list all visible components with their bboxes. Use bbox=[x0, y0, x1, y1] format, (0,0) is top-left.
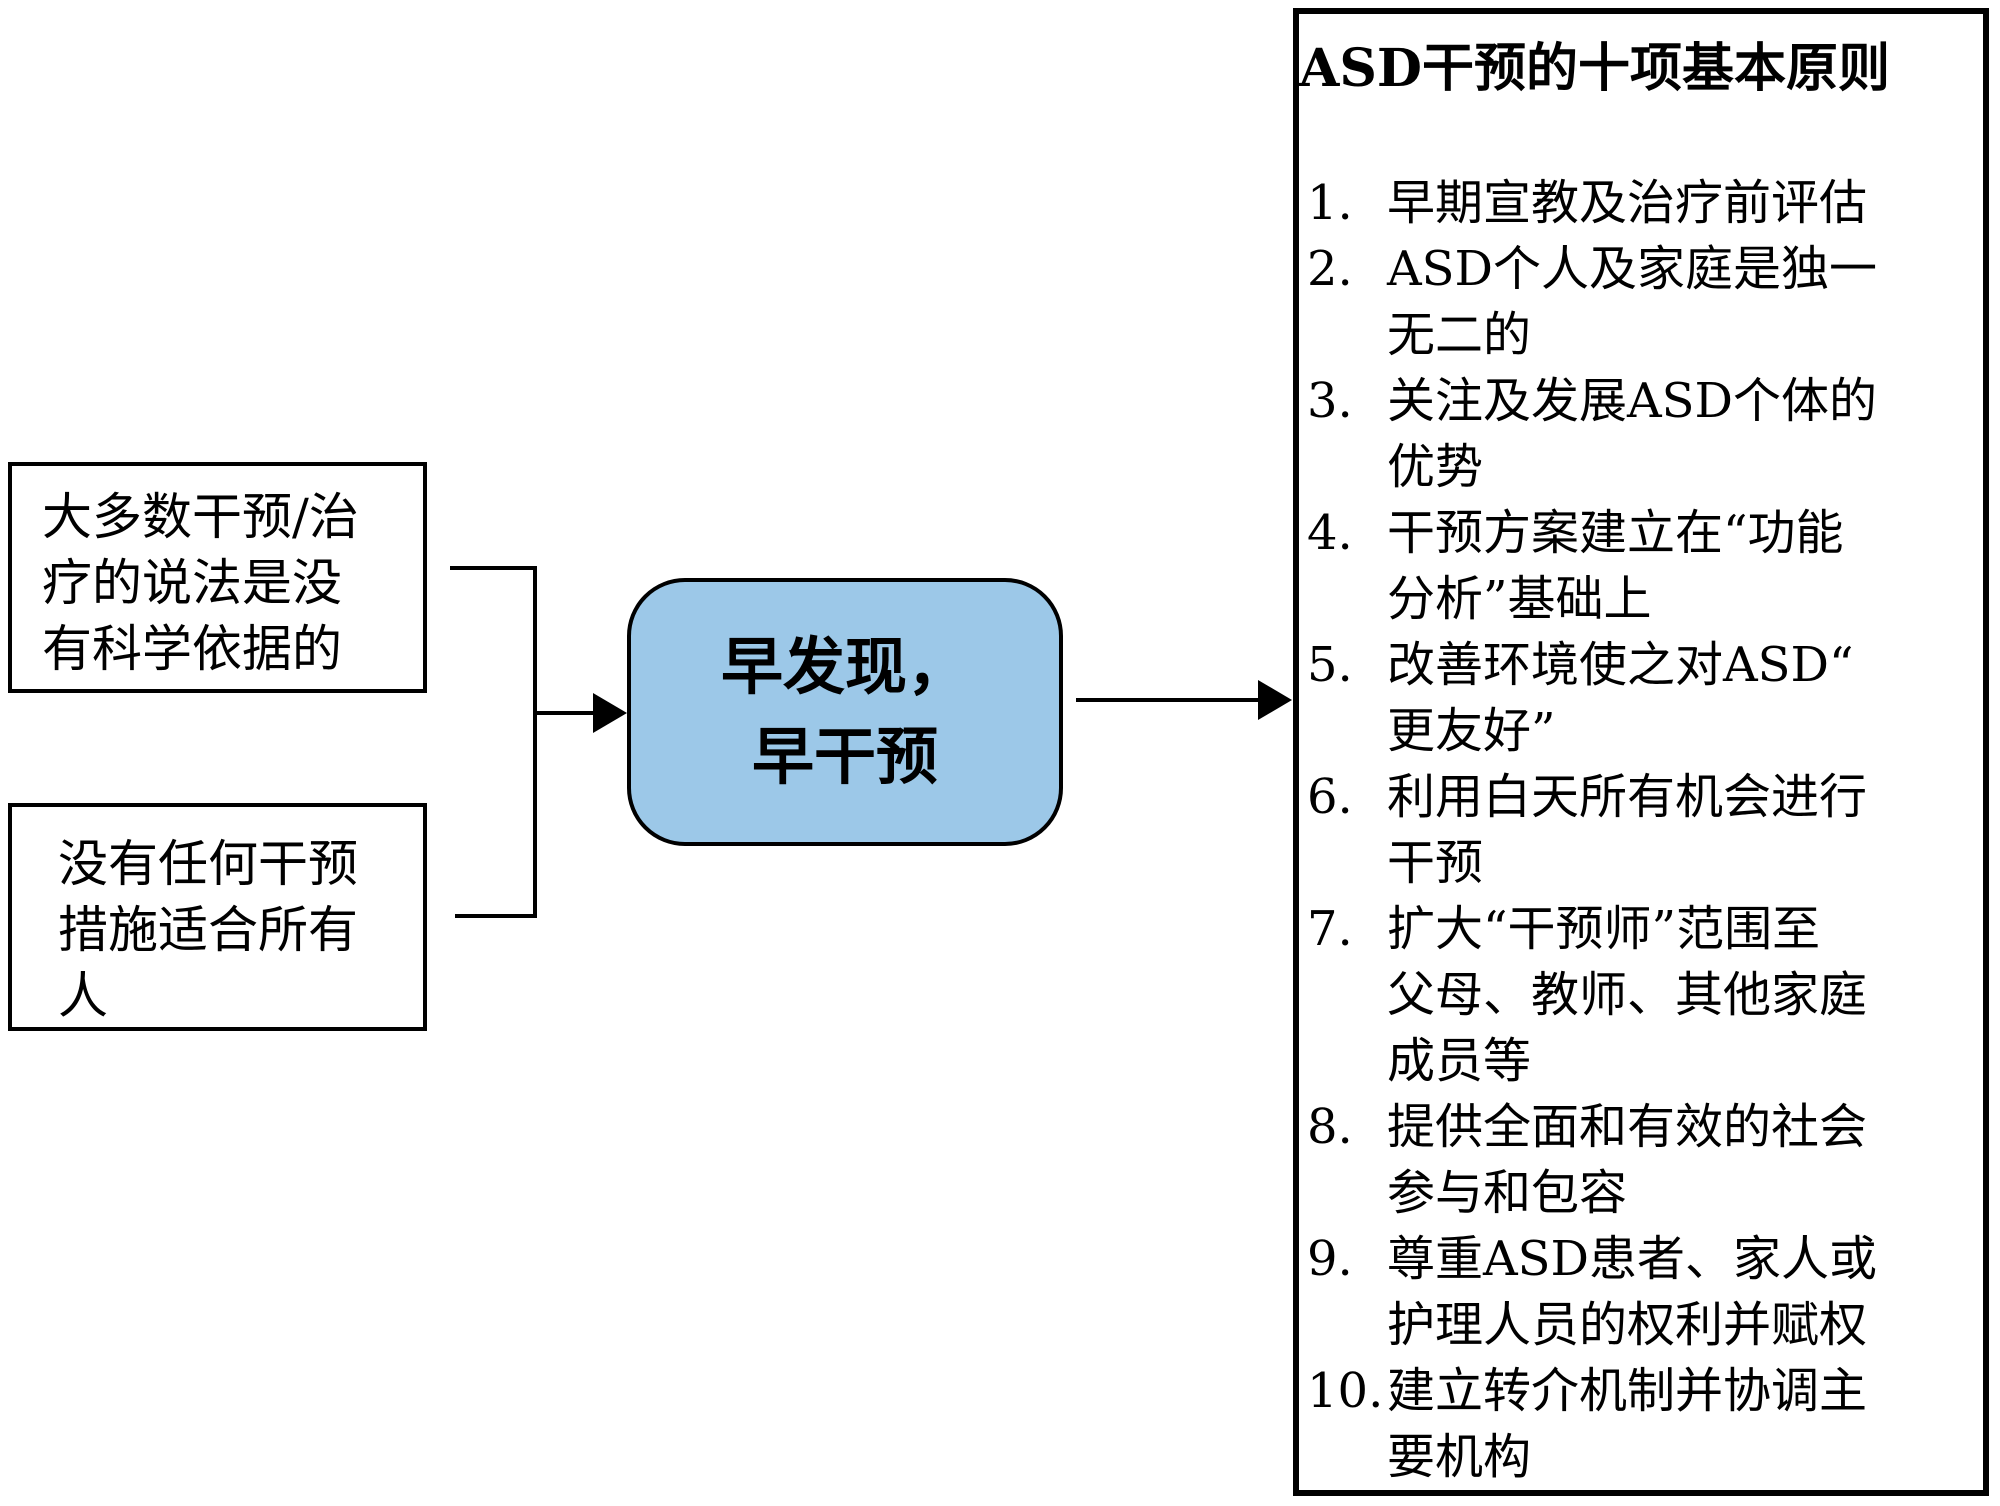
box-text-line: 有科学依据的 bbox=[42, 620, 342, 678]
item-text-line: 利用白天所有机会进行 bbox=[1387, 769, 1868, 825]
box-text-line: 人 bbox=[58, 967, 108, 1025]
arrowhead-to-center-icon bbox=[593, 693, 627, 733]
item-text-line: 分析”基础上 bbox=[1387, 571, 1652, 627]
center-box-line: 早干预 bbox=[751, 720, 938, 793]
item-number: 9. bbox=[1307, 1231, 1353, 1287]
connector-line-from-box1 bbox=[450, 566, 537, 570]
arrow-shaft-to-panel bbox=[1076, 698, 1260, 702]
item-text-line: 无二的 bbox=[1387, 307, 1532, 363]
item-number: 3. bbox=[1307, 373, 1353, 429]
list-item: 5. 改善环境使之对ASD“ 更友好” bbox=[1307, 632, 1967, 764]
item-number: 4. bbox=[1307, 505, 1353, 561]
item-text-line: ASD个人及家庭是独一 bbox=[1387, 241, 1878, 297]
item-text-line: 成员等 bbox=[1387, 1033, 1532, 1089]
item-number: 5. bbox=[1307, 637, 1353, 693]
list-item: 6. 利用白天所有机会进行 干预 bbox=[1307, 764, 1967, 896]
item-text-line: 尊重ASD患者、家人或 bbox=[1387, 1231, 1878, 1287]
item-number: 6. bbox=[1307, 769, 1353, 825]
item-text-line: 扩大“干预师”范围至 bbox=[1387, 901, 1821, 957]
item-number: 10. bbox=[1307, 1363, 1384, 1419]
principles-panel: ASD干预的十项基本原则 1. 早期宣教及治疗前评估 2. ASD个人及家庭是独… bbox=[1293, 8, 1989, 1496]
item-text-line: 参与和包容 bbox=[1387, 1165, 1628, 1221]
claims-no-evidence-box: 大多数干预/治 疗的说法是没 有科学依据的 bbox=[8, 462, 427, 693]
box-text-line: 措施适合所有 bbox=[58, 901, 358, 959]
item-text-line: 父母、教师、其他家庭 bbox=[1387, 967, 1868, 1023]
arrow-shaft-to-center bbox=[533, 711, 595, 715]
list-item: 2. ASD个人及家庭是独一 无二的 bbox=[1307, 236, 1967, 368]
connector-line-vertical bbox=[533, 566, 537, 918]
list-item: 9. 尊重ASD患者、家人或 护理人员的权利并赋权 bbox=[1307, 1226, 1967, 1358]
item-number: 8. bbox=[1307, 1099, 1353, 1155]
item-text-line: 要机构 bbox=[1387, 1429, 1532, 1485]
item-number: 2. bbox=[1307, 241, 1353, 297]
list-item: 1. 早期宣教及治疗前评估 bbox=[1307, 170, 1967, 236]
center-box-line: 早发现， bbox=[720, 630, 969, 703]
item-text-line: 早期宣教及治疗前评估 bbox=[1387, 175, 1868, 231]
box-text-line: 大多数干预/治 bbox=[42, 488, 359, 546]
principles-list: 1. 早期宣教及治疗前评估 2. ASD个人及家庭是独一 无二的 3. 关注及发… bbox=[1307, 170, 1967, 1490]
list-item: 10. 建立转介机制并协调主 要机构 bbox=[1307, 1358, 1967, 1490]
item-text-line: 提供全面和有效的社会 bbox=[1387, 1099, 1868, 1155]
item-text-line: 干预方案建立在“功能 bbox=[1387, 505, 1844, 561]
item-number: 7. bbox=[1307, 901, 1353, 957]
item-text-line: 干预 bbox=[1387, 835, 1484, 891]
item-text-line: 改善环境使之对ASD“ bbox=[1387, 637, 1854, 693]
item-number: 1. bbox=[1307, 175, 1353, 231]
connector-line-from-box2 bbox=[455, 914, 537, 918]
list-item: 3. 关注及发展ASD个体的 优势 bbox=[1307, 368, 1967, 500]
box-text-line: 疗的说法是没 bbox=[42, 554, 342, 612]
no-one-size-fits-all-box: 没有任何干预 措施适合所有 人 bbox=[8, 803, 427, 1031]
box-text-line: 没有任何干预 bbox=[58, 835, 358, 893]
list-item: 7. 扩大“干预师”范围至 父母、教师、其他家庭 成员等 bbox=[1307, 896, 1967, 1094]
item-text-line: 建立转介机制并协调主 bbox=[1387, 1363, 1868, 1419]
item-text-line: 关注及发展ASD个体的 bbox=[1387, 373, 1878, 429]
panel-title: ASD干预的十项基本原则 bbox=[1299, 38, 1890, 99]
item-text-line: 护理人员的权利并赋权 bbox=[1387, 1297, 1868, 1353]
item-text-line: 优势 bbox=[1387, 439, 1484, 495]
list-item: 8. 提供全面和有效的社会 参与和包容 bbox=[1307, 1094, 1967, 1226]
arrowhead-to-panel-icon bbox=[1258, 680, 1292, 720]
list-item: 4. 干预方案建立在“功能 分析”基础上 bbox=[1307, 500, 1967, 632]
item-text-line: 更友好” bbox=[1387, 703, 1556, 759]
early-detection-box: 早发现， 早干预 bbox=[627, 578, 1063, 846]
